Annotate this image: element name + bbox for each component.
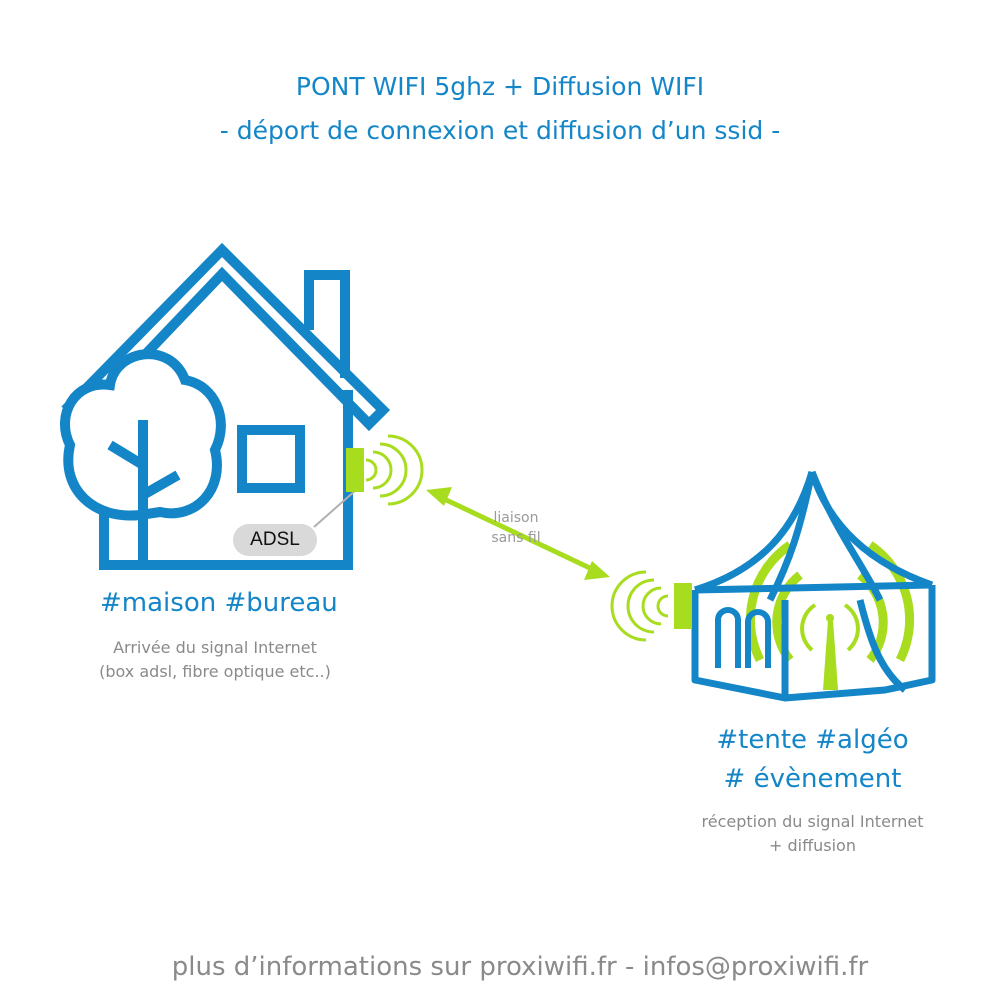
- tree-icon: [60, 349, 226, 560]
- tent-description: réception du signal Internet + diffusion: [690, 810, 935, 858]
- tent-tags-line1: #tente #algéo: [716, 725, 909, 755]
- tent-wifi-waves-icon: [610, 570, 669, 642]
- tent-icon: [691, 470, 936, 702]
- wifi-waves-icon: [365, 434, 424, 506]
- tent-antenna-icon: [674, 583, 692, 629]
- house-tags: #maison #bureau: [100, 588, 338, 618]
- house-description-line1: Arrivée du signal Internet: [113, 638, 317, 657]
- badge-connector: [313, 489, 357, 528]
- house-description-line2: (box adsl, fibre optique etc..): [99, 662, 331, 681]
- house-description: Arrivée du signal Internet (box adsl, fi…: [80, 636, 350, 684]
- link-label: liaison sans fil: [480, 508, 552, 548]
- tent-description-line1: réception du signal Internet: [701, 812, 924, 831]
- footer-info: plus d’informations sur proxiwifi.fr - i…: [171, 952, 869, 982]
- link-label-line1: liaison: [493, 510, 539, 526]
- diagram-subtitle: - déport de connexion et diffusion d’un …: [219, 116, 781, 145]
- double-arrow-icon: [426, 487, 610, 580]
- diagram-title: PONT WIFI 5ghz + Diffusion WIFI: [295, 72, 705, 101]
- adsl-badge: ADSL: [233, 524, 317, 556]
- link-label-line2: sans fil: [491, 530, 541, 546]
- antenna-icon: [346, 448, 364, 492]
- tent-description-line2: + diffusion: [769, 836, 856, 855]
- tent-tags-line2: # évènement: [723, 764, 902, 794]
